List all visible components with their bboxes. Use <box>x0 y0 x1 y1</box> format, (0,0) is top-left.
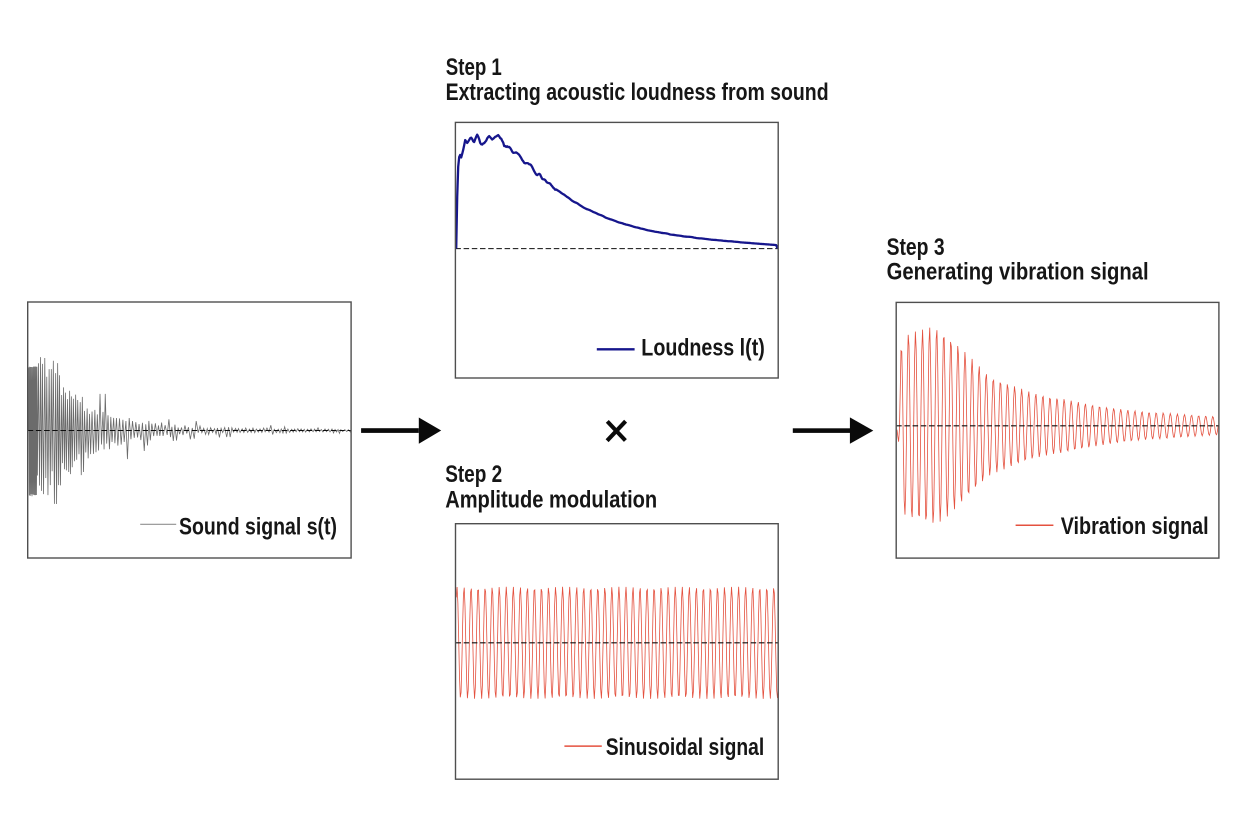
svg-text:Step 1: Step 1 <box>446 54 502 81</box>
svg-text:Loudness l(t): Loudness l(t) <box>641 335 765 362</box>
svg-text:Amplitude modulation: Amplitude modulation <box>445 486 657 513</box>
svg-text:Step 2: Step 2 <box>445 461 502 488</box>
svg-text:Sound signal s(t): Sound signal s(t) <box>179 513 337 540</box>
svg-text:Sinusoidal signal: Sinusoidal signal <box>606 734 765 761</box>
svg-text:Generating vibration signal: Generating vibration signal <box>887 258 1149 285</box>
svg-text:Step 3: Step 3 <box>887 234 945 261</box>
svg-text:Extracting acoustic loudness f: Extracting acoustic loudness from sound <box>446 79 829 106</box>
svg-text:Vibration signal: Vibration signal <box>1061 513 1209 540</box>
